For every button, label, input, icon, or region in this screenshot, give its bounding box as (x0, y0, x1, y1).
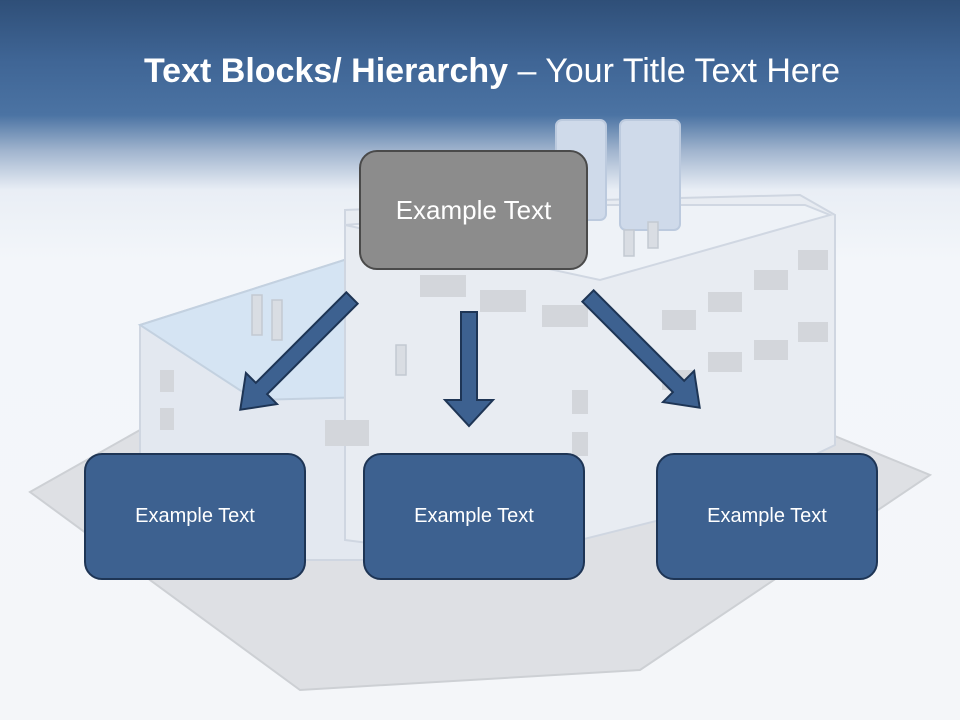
vents (251, 221, 659, 376)
arrow-right (580, 288, 701, 409)
child-block-3[interactable]: Example Text (656, 453, 878, 580)
child-block-label: Example Text (414, 505, 534, 527)
page-title: Text Blocks/ Hierarchy – Your Title Text… (0, 52, 960, 91)
child-block-1[interactable]: Example Text (84, 453, 306, 580)
arrow-left (239, 290, 360, 411)
title-rest: – Your Title Text Here (508, 52, 841, 90)
child-block-2[interactable]: Example Text (363, 453, 585, 580)
windows-front (160, 275, 588, 456)
arrow-center (442, 311, 496, 428)
child-block-label: Example Text (135, 505, 255, 527)
top-block-label: Example Text (395, 194, 552, 225)
child-block-label: Example Text (707, 505, 827, 527)
title-bold: Text Blocks/ Hierarchy (143, 52, 509, 90)
top-block[interactable]: Example Text (359, 150, 588, 270)
